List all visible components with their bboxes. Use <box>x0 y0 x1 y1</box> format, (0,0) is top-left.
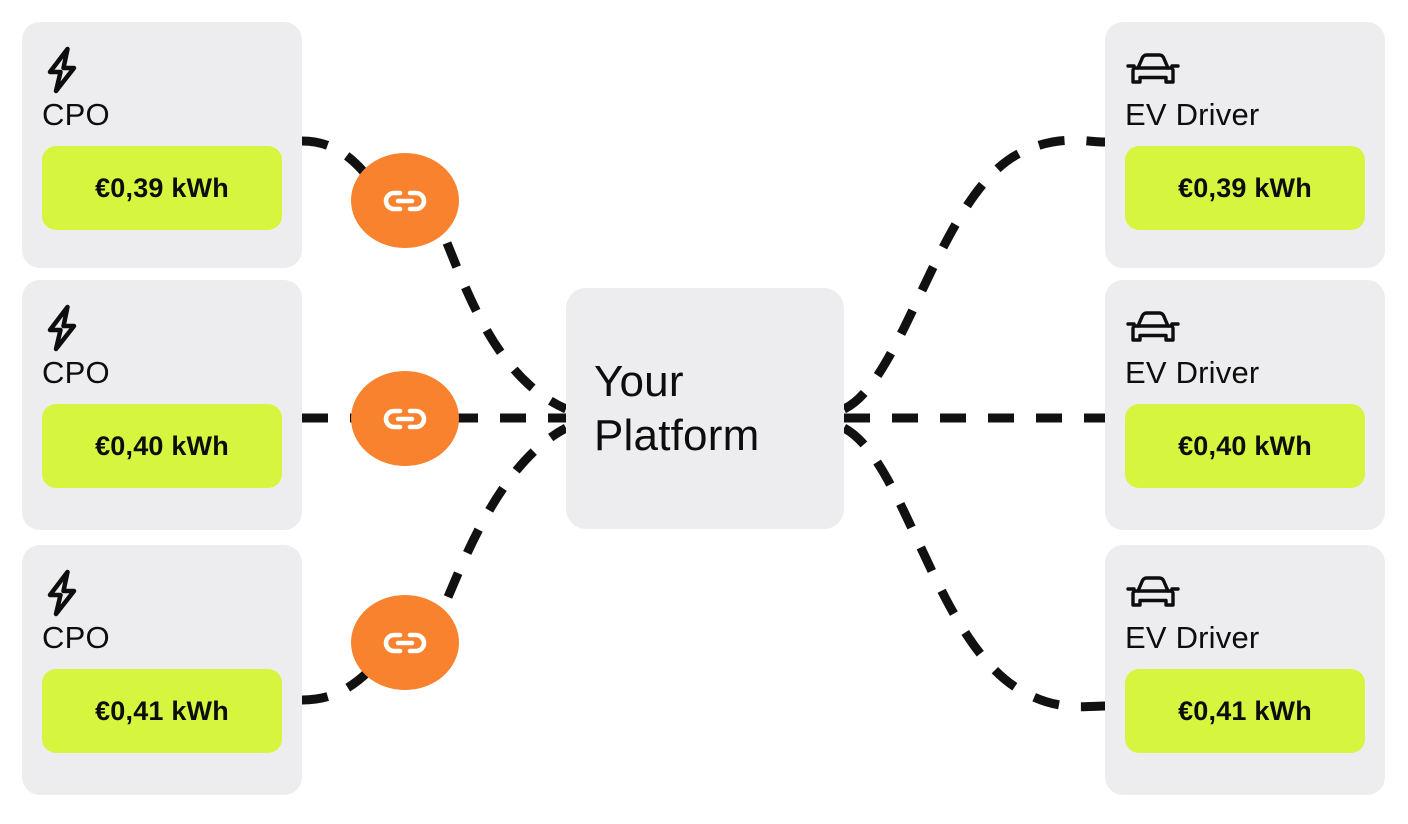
ev-driver-card-2[interactable]: EV Driver €0,40 kWh <box>1105 280 1385 530</box>
lightning-bolt-icon <box>42 567 282 619</box>
lightning-bolt-icon <box>42 302 282 354</box>
car-front-icon <box>1125 302 1365 354</box>
cpo-card-2[interactable]: CPO €0,40 kWh <box>22 280 302 530</box>
car-front-icon <box>1125 567 1365 619</box>
ev-driver-card-2-title: EV Driver <box>1125 355 1260 390</box>
ev-driver-card-3[interactable]: EV Driver €0,41 kWh <box>1105 545 1385 795</box>
link-node-3[interactable] <box>351 595 459 690</box>
cpo-card-1-title: CPO <box>42 97 110 132</box>
platform-title-line-2: Platform <box>594 410 760 460</box>
connector-platform-to-driver3 <box>841 424 1106 712</box>
platform-node[interactable]: Your Platform <box>566 288 844 529</box>
cpo-card-1[interactable]: CPO €0,39 kWh <box>22 22 302 268</box>
ev-driver-card-3-price: €0,41 kWh <box>1125 669 1365 754</box>
car-front-icon <box>1125 44 1365 96</box>
cpo-card-3[interactable]: CPO €0,41 kWh <box>22 545 302 795</box>
ev-driver-card-1-price: €0,39 kWh <box>1125 146 1365 231</box>
cpo-card-1-price: €0,39 kWh <box>42 146 282 231</box>
connector-platform-to-driver1 <box>841 135 1106 414</box>
link-chain-icon <box>382 628 428 658</box>
ev-driver-card-1[interactable]: EV Driver €0,39 kWh <box>1105 22 1385 268</box>
connector-link1-to-platform <box>442 241 568 414</box>
link-node-1[interactable] <box>351 153 459 248</box>
ev-driver-card-1-title: EV Driver <box>1125 97 1260 132</box>
cpo-card-3-price: €0,41 kWh <box>42 669 282 754</box>
cpo-card-2-title: CPO <box>42 355 110 390</box>
connector-link3-to-platform <box>443 424 569 599</box>
ev-driver-card-2-price: €0,40 kWh <box>1125 404 1365 489</box>
connector-cpo3-to-link3 <box>301 664 376 705</box>
link-chain-icon <box>382 404 428 434</box>
link-chain-icon <box>382 186 428 216</box>
ev-driver-card-3-title: EV Driver <box>1125 620 1260 655</box>
lightning-bolt-icon <box>42 44 282 96</box>
cpo-card-3-title: CPO <box>42 620 110 655</box>
link-node-2[interactable] <box>351 371 459 466</box>
cpo-card-2-price: €0,40 kWh <box>42 404 282 489</box>
platform-title-line-1: Your <box>594 356 684 406</box>
